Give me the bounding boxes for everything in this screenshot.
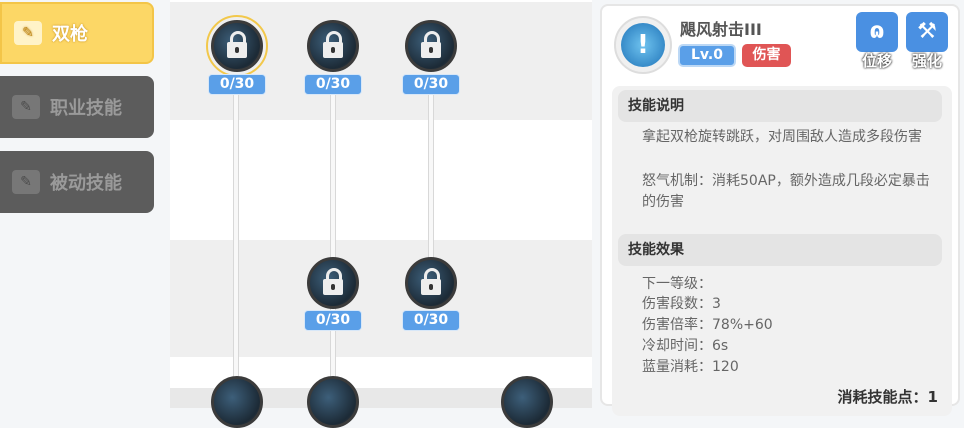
effect-line: 冷却时间：6s <box>642 338 729 354</box>
skill-level-badge: 0/30 <box>304 310 362 331</box>
effect-line: 伤害倍率：78%+60 <box>642 317 773 333</box>
skill-node[interactable] <box>307 376 359 428</box>
lock-icon <box>421 268 441 295</box>
skill-level-badge: 0/30 <box>208 74 266 95</box>
skillbook-icon: ✎ <box>14 21 42 45</box>
skill-tree[interactable]: 0/30 0/30 0/30 0/30 0/30 <box>170 0 592 428</box>
skill-icon: ǃ <box>614 16 672 74</box>
lock-icon <box>323 268 343 295</box>
section-header-effect: 技能效果 <box>618 234 942 266</box>
skill-node[interactable] <box>307 20 359 72</box>
skillbook-icon: ✎ <box>12 95 40 119</box>
effect-line: 蓝量消耗：120 <box>642 359 739 375</box>
damage-tag: 伤害 <box>742 44 791 67</box>
skill-point-cost: 消耗技能点：1 <box>837 388 938 406</box>
skill-level-badge: 0/30 <box>304 74 362 95</box>
skillbook-icon: ✎ <box>12 170 40 194</box>
tab-label: 职业技能 <box>50 98 122 119</box>
effect-line: 伤害段数：3 <box>642 296 721 312</box>
connector-line <box>428 90 434 270</box>
tab-passive-skills[interactable]: ✎ 被动技能 <box>0 151 154 213</box>
tab-label: 双枪 <box>52 24 88 45</box>
displacement-label: 位移 <box>861 52 892 70</box>
skill-info-area: 技能说明 拿起双枪旋转跳跃，对周围敌人造成多段伤害 怒气机制：消耗50AP，额外… <box>612 86 952 416</box>
skill-node[interactable] <box>405 257 457 309</box>
skill-detail-panel: ǃ 飓风射击III Lv.0 伤害 ɷ 位移 ⚒ 强化 技能说明 拿起双枪旋转跳… <box>600 4 960 416</box>
tab-dual-guns[interactable]: ✎ 双枪 <box>0 2 154 64</box>
enhance-hammer-icon[interactable]: ⚒ <box>906 12 948 52</box>
level-badge: Lv.0 <box>678 44 736 67</box>
tab-class-skills[interactable]: ✎ 职业技能 <box>0 76 154 138</box>
lock-icon <box>323 31 343 58</box>
connector-line <box>233 90 239 390</box>
skill-node[interactable] <box>307 257 359 309</box>
tab-label: 被动技能 <box>50 173 122 194</box>
lock-icon <box>421 31 441 58</box>
tier-band <box>170 240 592 357</box>
skill-node[interactable] <box>501 376 553 428</box>
skill-name: 飓风射击III <box>680 20 762 39</box>
effect-line: 下一等级： <box>642 276 712 292</box>
skill-node[interactable] <box>405 20 457 72</box>
connector-line <box>330 90 336 390</box>
description-line: 怒气机制：消耗50AP，额外造成几段必定暴击的伤害 <box>642 173 930 210</box>
skill-node[interactable] <box>206 15 268 77</box>
lock-icon <box>227 31 247 58</box>
skill-level-badge: 0/30 <box>402 74 460 95</box>
section-header-description: 技能说明 <box>618 90 942 122</box>
description-line: 拿起双枪旋转跳跃，对周围敌人造成多段伤害 <box>642 129 922 145</box>
skill-level-badge: 0/30 <box>402 310 460 331</box>
skill-node[interactable] <box>211 376 263 428</box>
displacement-icon[interactable]: ɷ <box>856 12 898 52</box>
enhance-label: 强化 <box>911 52 942 70</box>
